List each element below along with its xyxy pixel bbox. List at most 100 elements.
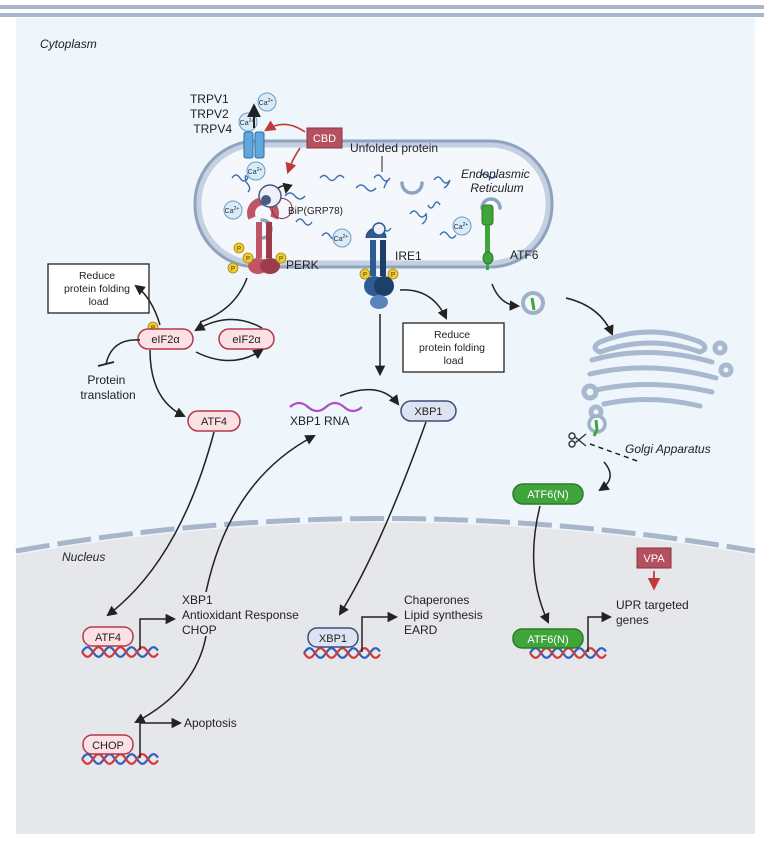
phosphate-6: P — [387, 268, 399, 280]
trpv2-label: TRPV2 — [190, 107, 229, 121]
atf4-targets: XBP1 Antioxidant Response CHOP — [182, 593, 302, 637]
svg-text:P: P — [231, 267, 235, 273]
phosphate-5: P — [359, 268, 371, 280]
bip-label: BiP(GRP78) — [288, 206, 343, 217]
cbd-label: CBD — [313, 133, 336, 145]
eif2a-pill — [218, 328, 275, 350]
cytoplasm-label: Cytoplasm — [40, 37, 97, 51]
xbp1-transcription-arrow — [361, 611, 399, 652]
calcium-ions: Ca2+ Ca2+ Ca2+ Ca2+ Ca2+ Ca2+ — [223, 92, 472, 248]
atf4-pill — [187, 410, 241, 432]
atf6n-transcription-arrow — [587, 611, 613, 652]
nuclear-envelope — [15, 516, 756, 554]
golgi-to-atf6n-arrow — [598, 461, 611, 492]
svg-text:Ca2+: Ca2+ — [454, 222, 469, 231]
atf6n-label: ATF6(N) — [527, 489, 568, 501]
ire1-to-reduce-arrow — [399, 289, 448, 320]
cbd-box — [306, 127, 343, 149]
svg-text:P: P — [246, 257, 250, 263]
eif2a-cycle-bottom — [195, 348, 264, 362]
phosphate-2: P — [227, 262, 239, 274]
er-label: Endoplasmic Reticulum — [461, 167, 533, 195]
reduce-box-mid — [402, 322, 505, 373]
svg-text:Ca2+: Ca2+ — [334, 234, 349, 243]
nuc-xbp1-pill — [307, 627, 359, 648]
nuc-chop-label: CHOP — [92, 740, 124, 752]
phosphate-groups: PPPPPPP — [147, 242, 399, 333]
vesicle-to-golgi-arrow — [565, 297, 614, 336]
trpv-channel — [243, 131, 265, 159]
perk-to-eif2a-line — [199, 277, 248, 323]
svg-text:Ca2+: Ca2+ — [248, 167, 263, 176]
eif2a-to-atf4-arrow — [149, 349, 186, 418]
svg-text:P: P — [391, 273, 395, 279]
atf6n-pill — [512, 483, 584, 505]
reduce-box-left — [47, 263, 150, 314]
chop-transcription-arrow — [139, 717, 183, 758]
calcium-ion-3: Ca2+ — [246, 161, 266, 181]
xbp1-to-nucleus-arrow — [338, 421, 427, 616]
eif2a-label: eIF2α — [232, 334, 261, 346]
atf6-vesicle — [521, 291, 545, 315]
bip-chaperone — [258, 184, 282, 208]
svg-text:P: P — [279, 257, 283, 263]
channels-label: TRPV1 TRPV2 TRPV4 — [190, 92, 232, 136]
nuc-atf4-label: ATF4 — [95, 632, 121, 644]
eif2a-cycle-top — [194, 318, 263, 332]
dna-xbp1 — [303, 646, 381, 660]
eif2a-phospho-label: eIF2α — [151, 334, 180, 346]
nuc-atf6n-pill — [512, 628, 584, 649]
rna-splicing-arrow — [339, 388, 400, 406]
xbp1-label: XBP1 — [414, 406, 442, 418]
reduce-text-left: Reduce protein folding load — [64, 270, 133, 308]
calcium-ion-6: Ca2+ — [452, 216, 472, 236]
nuc-atf6n-label: ATF6(N) — [527, 634, 568, 646]
golgi-label: Golgi Apparatus — [625, 442, 711, 456]
atf6-to-vesicle-arrow — [491, 283, 521, 311]
dna-atf4 — [81, 645, 159, 659]
protein-translation-label: Protein translation — [80, 373, 135, 402]
cell-membrane-inner — [0, 13, 764, 17]
inhibit-bar — [97, 361, 115, 367]
phosphate-1: P — [233, 242, 245, 254]
atf6n-targets: UPR targeted genes — [616, 598, 692, 627]
phosphate-4: P — [275, 252, 287, 264]
trpv4-label: TRPV4 — [193, 122, 232, 136]
xbp1-pill — [400, 400, 457, 422]
perk-label: PERK — [286, 258, 319, 272]
nuc-atf4-pill — [82, 626, 134, 647]
atf6-receptor — [481, 204, 494, 270]
ire1-receptor — [364, 222, 394, 309]
eif2a-inhibit-line — [105, 339, 141, 365]
phosphate-3: P — [242, 252, 254, 264]
nucleus-region — [16, 522, 755, 834]
xbp1-targets: Chaperones Lipid synthesis EARD — [404, 593, 486, 637]
eif2a-phospho-pill — [137, 328, 194, 350]
nuc-chop-pill — [82, 734, 134, 755]
atf4-to-nucleus-arrow — [106, 431, 215, 617]
chop-to-dna-arrow — [134, 635, 207, 723]
svg-text:Ca2+: Ca2+ — [259, 98, 274, 107]
atf6-label: ATF6 — [510, 248, 539, 262]
svg-text:Ca2+: Ca2+ — [225, 206, 240, 215]
atf6-cleaved-vesicle — [587, 414, 607, 437]
reduce-text-mid: Reduce protein folding load — [419, 329, 488, 367]
atf4-transcription-arrow — [139, 613, 177, 650]
unfolded-protein-label: Unfolded protein — [350, 141, 438, 155]
svg-text:Ca2+: Ca2+ — [240, 118, 255, 127]
bip-release-arrow — [277, 182, 293, 195]
xbp1-rna-label: XBP1 RNA — [290, 414, 349, 428]
eif2a-to-reduce-arrow — [134, 284, 161, 326]
nucleus-to-xbp1rna-arrow — [205, 435, 316, 593]
calcium-ion-5: Ca2+ — [332, 228, 352, 248]
nucleus-label: Nucleus — [62, 550, 105, 564]
cbd-to-er-arrow — [285, 147, 301, 175]
scissors-icon — [568, 432, 587, 448]
vpa-label: VPA — [643, 553, 665, 565]
trpv1-label: TRPV1 — [190, 92, 229, 106]
cbd-to-trpv-arrow — [264, 120, 306, 133]
nuc-xbp1-label: XBP1 — [319, 633, 347, 645]
calcium-ion-1: Ca2+ — [257, 92, 277, 112]
